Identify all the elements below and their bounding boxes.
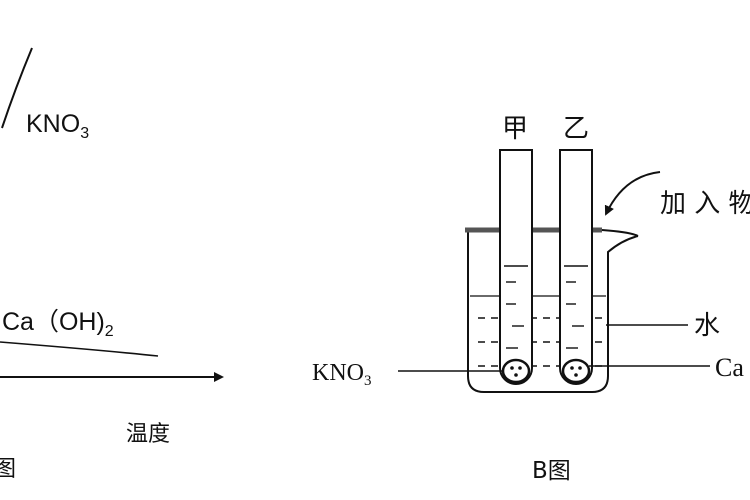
beaker-outline — [467, 230, 639, 393]
figure-b-caption: B图 — [532, 458, 571, 484]
tube-yi-crystal-dots — [570, 366, 582, 377]
tube-yi-label: 乙 — [563, 114, 589, 144]
tube-yi-crystals — [561, 358, 591, 384]
kno3-curve-label: KNO3 — [26, 110, 89, 142]
tube-yi-liquid — [564, 265, 588, 349]
figure-b: 甲 乙 加 入 物 水 — [312, 114, 750, 484]
tube-yi-outline — [559, 149, 593, 385]
x-axis-label: 温度 — [126, 422, 170, 447]
figure-a-caption: 图 — [0, 457, 16, 482]
caoh2-label: Ca — [715, 353, 744, 382]
water-label: 水 — [694, 311, 720, 341]
caoh2-curve-label: Ca（OH)2 — [2, 308, 114, 340]
figure-a: KNO3 Ca（OH)2 温度 图 — [0, 47, 224, 482]
tube-jia-crystal-dots — [510, 366, 522, 377]
kno3-curve — [1, 47, 33, 129]
caoh2-curve — [0, 341, 159, 357]
tube-jia-label: 甲 — [502, 114, 528, 144]
tube-yi: 乙 — [559, 114, 593, 385]
tube-jia: 甲 — [499, 114, 533, 385]
kno3-label: KNO3 — [312, 360, 372, 389]
add-arrow — [604, 171, 661, 216]
tube-jia-liquid — [504, 265, 528, 349]
add-label: 加 入 物 — [660, 189, 750, 219]
beaker-spout — [601, 229, 639, 237]
tube-jia-crystals — [501, 358, 531, 384]
tube-jia-outline — [499, 149, 533, 385]
beaker — [465, 227, 639, 393]
